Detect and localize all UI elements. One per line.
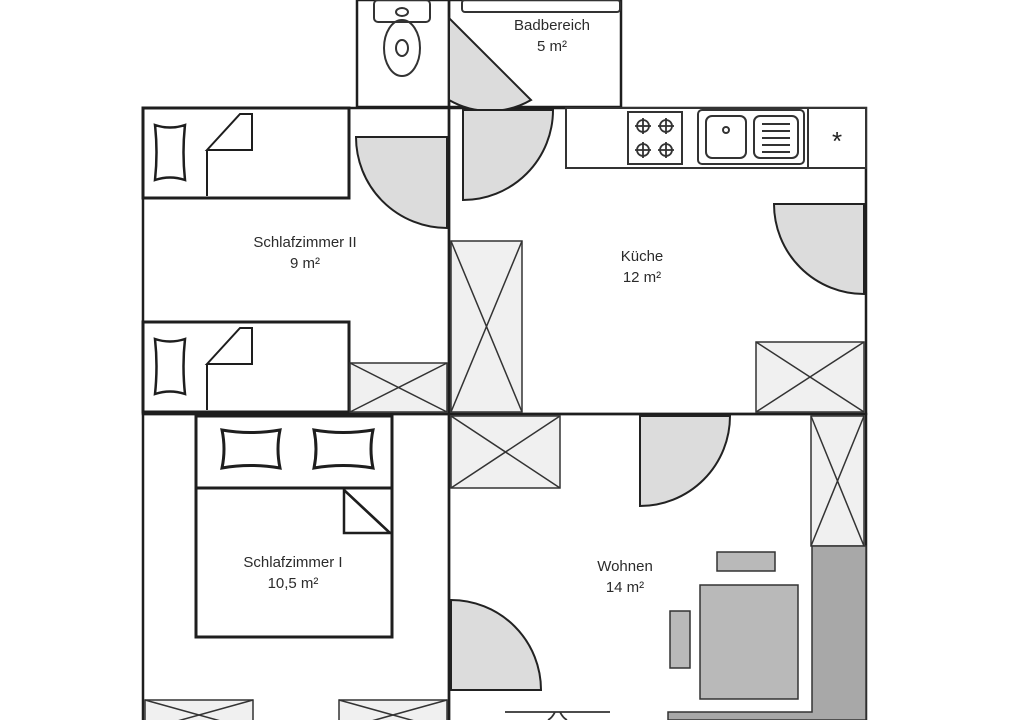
- chair-left: [669, 610, 691, 669]
- bedroom1-label: Schlafzimmer I 10,5 m²: [203, 552, 383, 594]
- bedroom2-area: 9 m²: [290, 255, 320, 272]
- bedroom2-label: Schlafzimmer II 9 m²: [215, 232, 395, 274]
- dining-table: [699, 584, 799, 700]
- bedroom1-window-right: [338, 699, 448, 720]
- bedroom2-bed-bottom: [141, 320, 351, 414]
- entrance-door: [505, 711, 610, 720]
- living-name: Wohnen: [597, 558, 653, 575]
- bedroom2-name: Schlafzimmer II: [253, 234, 357, 251]
- bedroom1-name: Schlafzimmer I: [243, 554, 343, 571]
- bathroom-area: 5 m²: [537, 38, 567, 55]
- kitchen-area: 12 m²: [622, 269, 662, 286]
- stove-icon: [627, 111, 683, 165]
- kitchen-door-right: [772, 203, 865, 296]
- kitchen-label: Küche 12 m²: [552, 246, 732, 288]
- double-bed: [194, 414, 394, 639]
- living-cabinet-top-left: [450, 415, 561, 489]
- bathroom-name: Badbereich: [514, 17, 590, 34]
- bedroom2-door: [354, 136, 448, 230]
- bath-sink-icon: [461, 0, 621, 13]
- fridge-symbol: *: [832, 126, 842, 156]
- toilet-icon: [373, 0, 431, 77]
- kitchen-name: Küche: [620, 248, 664, 265]
- chair-top: [716, 551, 776, 572]
- bedroom1-area: 10,5 m²: [267, 575, 319, 592]
- sink-icon: [697, 109, 805, 165]
- kitchen-door-top: [462, 109, 555, 202]
- bedroom1-window-left: [144, 699, 254, 720]
- living-door-left: [450, 598, 543, 691]
- bathroom-label: Badbereich 5 m²: [462, 15, 642, 57]
- living-area: 14 m²: [605, 579, 645, 596]
- living-label: Wohnen 14 m²: [535, 556, 715, 598]
- living-cabinet-right: [810, 415, 865, 547]
- fridge: *: [807, 107, 867, 169]
- kitchen-cabinet-left: [450, 240, 523, 413]
- living-counter: [667, 545, 867, 720]
- bedroom2-bed-top: [141, 106, 351, 200]
- living-door-top: [639, 415, 732, 508]
- kitchen-window-right: [755, 341, 865, 413]
- bedroom2-wardrobe: [349, 362, 448, 413]
